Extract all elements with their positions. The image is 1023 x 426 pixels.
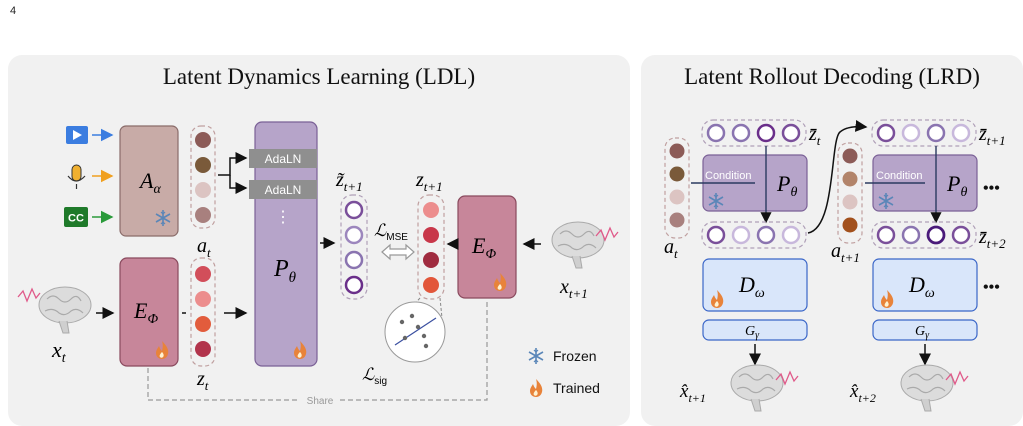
lrd-predictor-label-2: Pθ — [946, 171, 967, 200]
lrd-at1-label: at+1 — [831, 240, 860, 265]
video-icon — [66, 126, 88, 144]
action-latent-circle — [195, 157, 211, 173]
lrd-xhat-1-label: x̂t+1 — [679, 381, 706, 405]
predicted-latent-group — [340, 194, 368, 300]
brain-icon — [38, 286, 92, 334]
target-latent-circle — [423, 252, 439, 268]
lrd-head-box-1 — [702, 319, 808, 341]
action-encoder-label: Aα — [138, 168, 161, 197]
signal-wave-icon — [775, 370, 799, 386]
target-latent-circle — [423, 227, 439, 243]
microphone-icon — [67, 164, 86, 189]
legend-trained-label: Trained — [553, 380, 600, 396]
lrd-zbar-t1-label: z̄t+1 — [978, 123, 1006, 148]
rollout-arrow — [807, 119, 868, 234]
target-input-label: xt+1 — [559, 276, 588, 301]
signal-wave-icon — [17, 287, 41, 303]
action-latent-label: at — [197, 235, 211, 260]
state-latent-group — [190, 257, 216, 367]
signal-wave-icon — [945, 370, 969, 386]
lrd-ellipsis-1: ••• — [983, 180, 1000, 197]
state-encoder-label: EΦ — [133, 298, 158, 327]
adaln-label-1: AdaLN — [265, 152, 302, 166]
compare-double-arrow-icon — [381, 243, 415, 261]
lrd-decoder-label-2: Dω — [908, 272, 935, 301]
lrd-action-latent-group-2 — [837, 142, 863, 244]
lrd-title: Latent Rollout Decoding (LRD) — [684, 64, 980, 89]
target-latent-circle — [423, 277, 439, 293]
state-latent-circle — [195, 316, 211, 332]
lrd-zbar-t1-out-group — [701, 221, 807, 249]
action-latent-circle — [195, 132, 211, 148]
lrd-xhat-2-label: x̂t+2 — [849, 381, 876, 405]
input-xt-label: xt — [51, 337, 67, 366]
loss-sig-label: ℒsig — [362, 365, 387, 387]
lrd-action-latent-group — [664, 137, 690, 239]
state-encoder-box — [119, 257, 179, 367]
lrd-ellipsis-2: ••• — [983, 279, 1000, 296]
lrd-decoder-box-1 — [702, 258, 808, 312]
predicted-latent-circle — [344, 225, 364, 245]
adaln-label-2: AdaLN — [265, 183, 302, 197]
adaln-ellipsis: ⋮ — [275, 209, 291, 226]
predicted-latent-circle — [344, 275, 364, 295]
target-latent-circle — [423, 202, 439, 218]
adaln-block-2 — [249, 180, 317, 199]
action-latent-group — [190, 125, 216, 229]
state-latent-circle — [195, 341, 211, 357]
adaln-block-1 — [249, 149, 317, 168]
signal-wave-icon — [595, 226, 619, 242]
text-cc-icon: CC — [64, 207, 88, 227]
brain-icon — [551, 221, 605, 269]
sig-projection-line — [394, 317, 437, 346]
lrd-decoder-box-2 — [872, 258, 978, 312]
lrd-decoder-label-1: Dω — [738, 272, 765, 301]
state-latent-label: zt — [196, 368, 209, 393]
action-latent-circle — [195, 182, 211, 198]
target-encoder-label: EΦ — [471, 233, 496, 262]
legend-trained-icon — [530, 379, 543, 397]
legend-frozen-label: Frozen — [553, 348, 597, 364]
lrd-head-box-2 — [872, 319, 978, 341]
share-label: Share — [307, 396, 334, 407]
adaln-arrow-1 — [218, 152, 248, 176]
svg-text:CC: CC — [68, 213, 84, 225]
lrd-at-label: at — [664, 236, 678, 261]
target-latent-label: zt+1 — [415, 169, 443, 194]
action-latent-circle — [195, 207, 211, 223]
predictor-label: Pθ — [273, 256, 297, 286]
lrd-zbar-t2-label: z̄t+2 — [978, 226, 1006, 251]
legend-frozen-icon — [528, 347, 544, 365]
sig-connector — [439, 297, 443, 319]
lrd-zbar-t-label: z̄t — [808, 123, 821, 148]
brain-icon — [730, 364, 784, 412]
lrd-head-label-1: Gγ — [745, 324, 760, 341]
page-number: 4 — [10, 5, 17, 17]
lrd-zbar-t1-group — [871, 119, 977, 147]
lrd-head-label-2: Gγ — [915, 324, 930, 341]
target-latent-group — [417, 194, 445, 300]
lrd-condition-label-1: Condition — [705, 170, 751, 182]
lrd-condition-label-2: Condition — [876, 170, 922, 182]
lrd-zbar-t-group — [701, 119, 807, 147]
predicted-latent-circle — [344, 250, 364, 270]
lrd-predictor-label-1: Pθ — [776, 171, 797, 200]
state-latent-circle — [195, 266, 211, 282]
brain-icon — [900, 364, 954, 412]
state-latent-circle — [195, 291, 211, 307]
predicted-latent-label: z̃t+1 — [335, 169, 363, 194]
adaln-arrow-2 — [229, 175, 248, 194]
predicted-latent-circle — [344, 200, 364, 220]
ldl-title: Latent Dynamics Learning (LDL) — [162, 64, 476, 89]
loss-mse-label: ℒMSE — [374, 221, 408, 243]
action-encoder-box — [119, 125, 179, 237]
lrd-zbar-t2-group — [871, 221, 977, 249]
